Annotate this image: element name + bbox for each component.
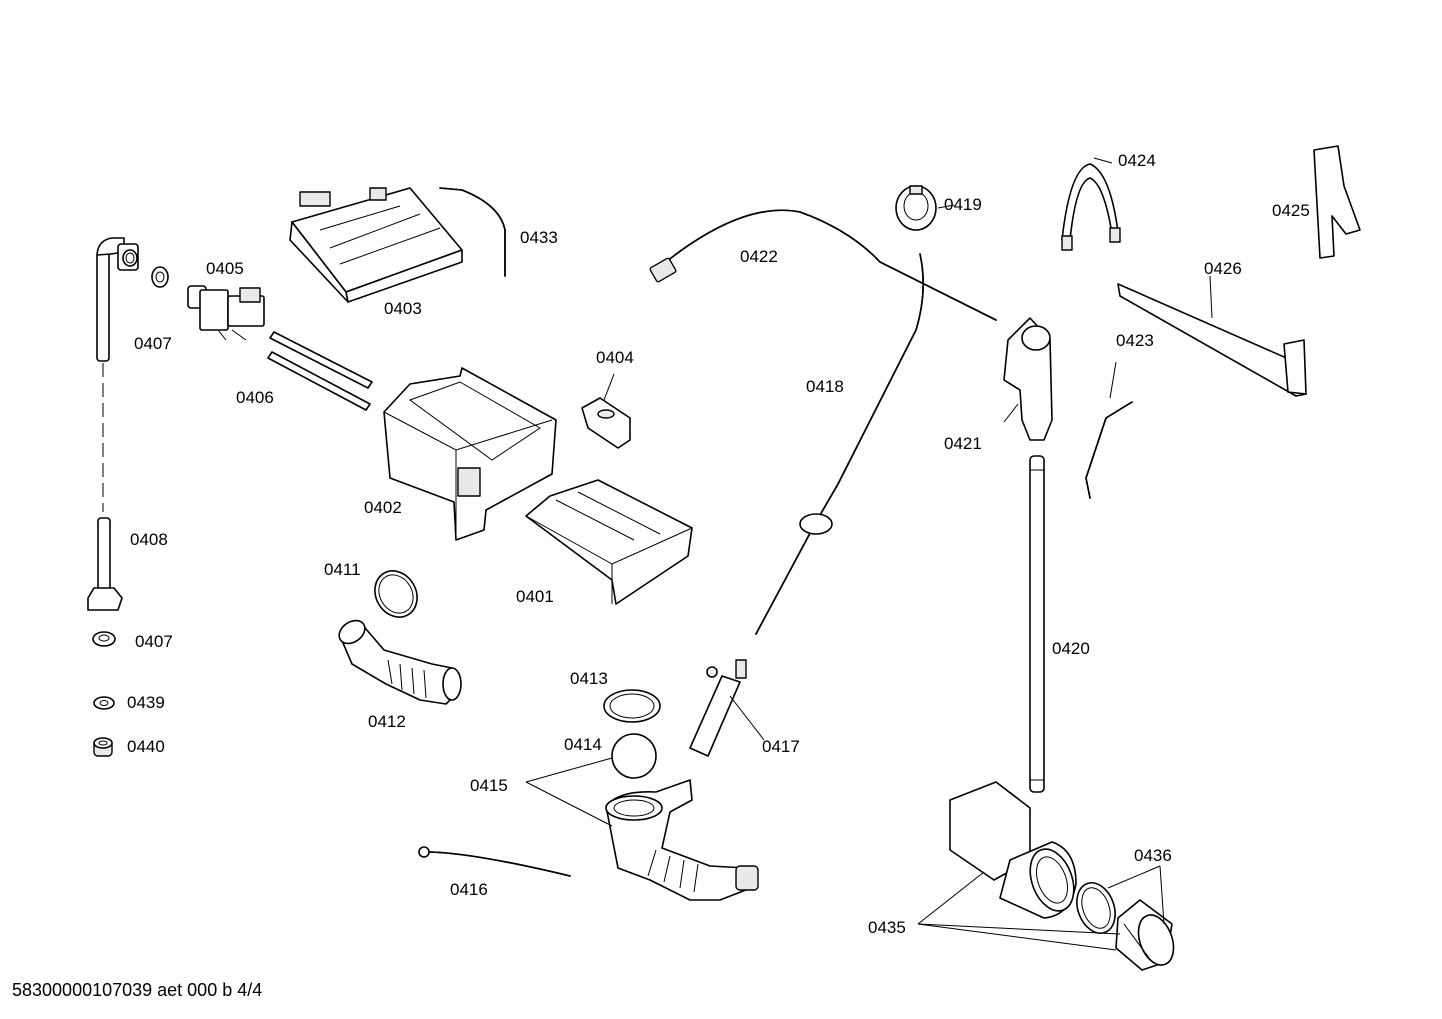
part-0426-rail <box>1117 283 1307 397</box>
label-0433: 0433 <box>520 228 558 247</box>
label-0426: 0426 <box>1204 259 1242 278</box>
label-0404: 0404 <box>596 348 634 367</box>
part-0424-bracket <box>1061 163 1121 251</box>
part-0408-hose-lower <box>87 517 123 611</box>
label-0421: 0421 <box>944 434 982 453</box>
label-0436: 0436 <box>1134 846 1172 865</box>
part-0404-siphon-cap <box>581 397 631 449</box>
part-0436-filter <box>1115 899 1175 971</box>
part-0433-tube <box>439 187 506 277</box>
label-0408: 0408 <box>130 530 168 549</box>
label-0418: 0418 <box>806 377 844 396</box>
part-0411-seal-ring <box>374 570 418 618</box>
label-0407-bottom: 0407 <box>135 632 173 651</box>
part-0402-dispenser-housing <box>383 367 557 541</box>
part-0403-dispenser-lid <box>289 187 463 303</box>
part-0436-seal-ring <box>1076 882 1116 934</box>
part-0413-ring <box>603 689 661 723</box>
part-0418-pressure-tube <box>755 253 924 635</box>
label-0425: 0425 <box>1272 201 1310 220</box>
part-0420-drain-hose <box>1029 455 1045 793</box>
part-0414-ball <box>611 733 657 779</box>
part-0407-washer-bottom <box>92 631 116 647</box>
label-0419: 0419 <box>944 195 982 214</box>
part-0412-bellows-hose <box>338 619 462 705</box>
label-0435: 0435 <box>868 918 906 937</box>
label-0411: 0411 <box>324 560 361 579</box>
part-labels: 0401 0402 0403 0404 0405 0406 0407 0407 … <box>127 151 1310 937</box>
part-0425-clip <box>1313 145 1361 259</box>
part-0421-drain-connector <box>1003 317 1053 441</box>
label-0424: 0424 <box>1118 151 1156 170</box>
label-0405: 0405 <box>206 259 244 278</box>
label-0406: 0406 <box>236 388 274 407</box>
part-0415-sump-hose <box>605 779 759 901</box>
label-0414: 0414 <box>564 735 602 754</box>
part-0416-hose <box>418 846 571 877</box>
label-0412: 0412 <box>368 712 406 731</box>
label-0402: 0402 <box>364 498 402 517</box>
part-0439-washer <box>93 696 115 710</box>
label-0413: 0413 <box>570 669 608 688</box>
part-0422-hose <box>649 209 997 321</box>
label-0440: 0440 <box>127 737 165 756</box>
label-0415: 0415 <box>470 776 508 795</box>
part-0417-air-trap <box>689 659 747 757</box>
part-0440-nut <box>93 737 113 757</box>
part-0401-detergent-drawer <box>525 479 693 605</box>
label-0423: 0423 <box>1116 331 1154 350</box>
label-0439: 0439 <box>127 693 165 712</box>
label-0417: 0417 <box>762 737 800 756</box>
label-0403: 0403 <box>384 299 422 318</box>
part-0419-pressure-switch <box>895 185 937 231</box>
label-0422: 0422 <box>740 247 778 266</box>
part-0405-inlet-valve <box>187 285 265 341</box>
label-0416: 0416 <box>450 880 488 899</box>
part-0406-hoses <box>267 331 373 411</box>
part-0408-hose-upper <box>96 237 139 362</box>
label-0420: 0420 <box>1052 639 1090 658</box>
footer-document-code: 58300000107039 aet 000 b 4/4 <box>12 980 263 1000</box>
leader-lines <box>525 157 1213 951</box>
part-0423-rod <box>1085 401 1133 499</box>
part-0407-washer-top <box>151 266 169 288</box>
part-0435-drain-pump <box>949 781 1077 919</box>
label-0401: 0401 <box>516 587 554 606</box>
label-0407-top: 0407 <box>134 334 172 353</box>
